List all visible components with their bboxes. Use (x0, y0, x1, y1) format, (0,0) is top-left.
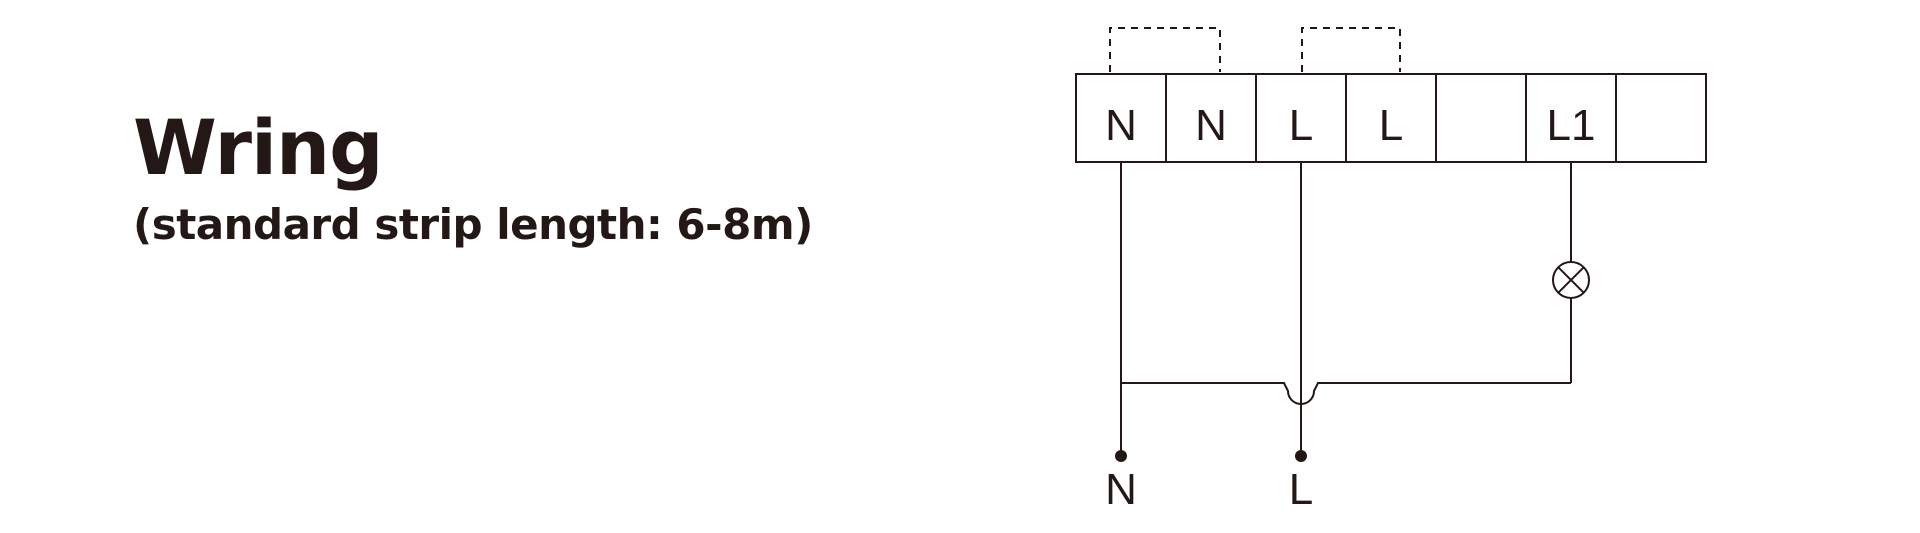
terminal-label-3: L (1289, 101, 1313, 150)
neutral-wire-label: N (1105, 465, 1137, 514)
terminal-label-6: L1 (1547, 101, 1596, 150)
terminal-label-2: N (1195, 101, 1227, 150)
return-wire (1121, 382, 1571, 405)
heading-block: Wring (standard strip length: 6-8m) (133, 110, 813, 246)
terminal-label-1: N (1105, 101, 1137, 150)
jumper-bridge-n (1109, 27, 1221, 72)
terminal-cell-5 (1435, 73, 1527, 163)
jumper-bridge-l (1301, 27, 1401, 72)
lamp-icon (1552, 261, 1590, 299)
terminal-block: N N L L L1 (1075, 73, 1707, 163)
live-wire-label: L (1289, 465, 1313, 514)
terminal-cell-6 (1525, 73, 1617, 163)
terminal-label-4: L (1379, 101, 1403, 150)
live-terminal-dot (1295, 450, 1307, 462)
page-title: Wring (133, 103, 384, 192)
terminal-cell-7 (1615, 73, 1707, 163)
page-subtitle: (standard strip length: 6-8m) (133, 200, 813, 249)
terminal-cell-4 (1345, 73, 1437, 163)
neutral-terminal-dot (1115, 450, 1127, 462)
